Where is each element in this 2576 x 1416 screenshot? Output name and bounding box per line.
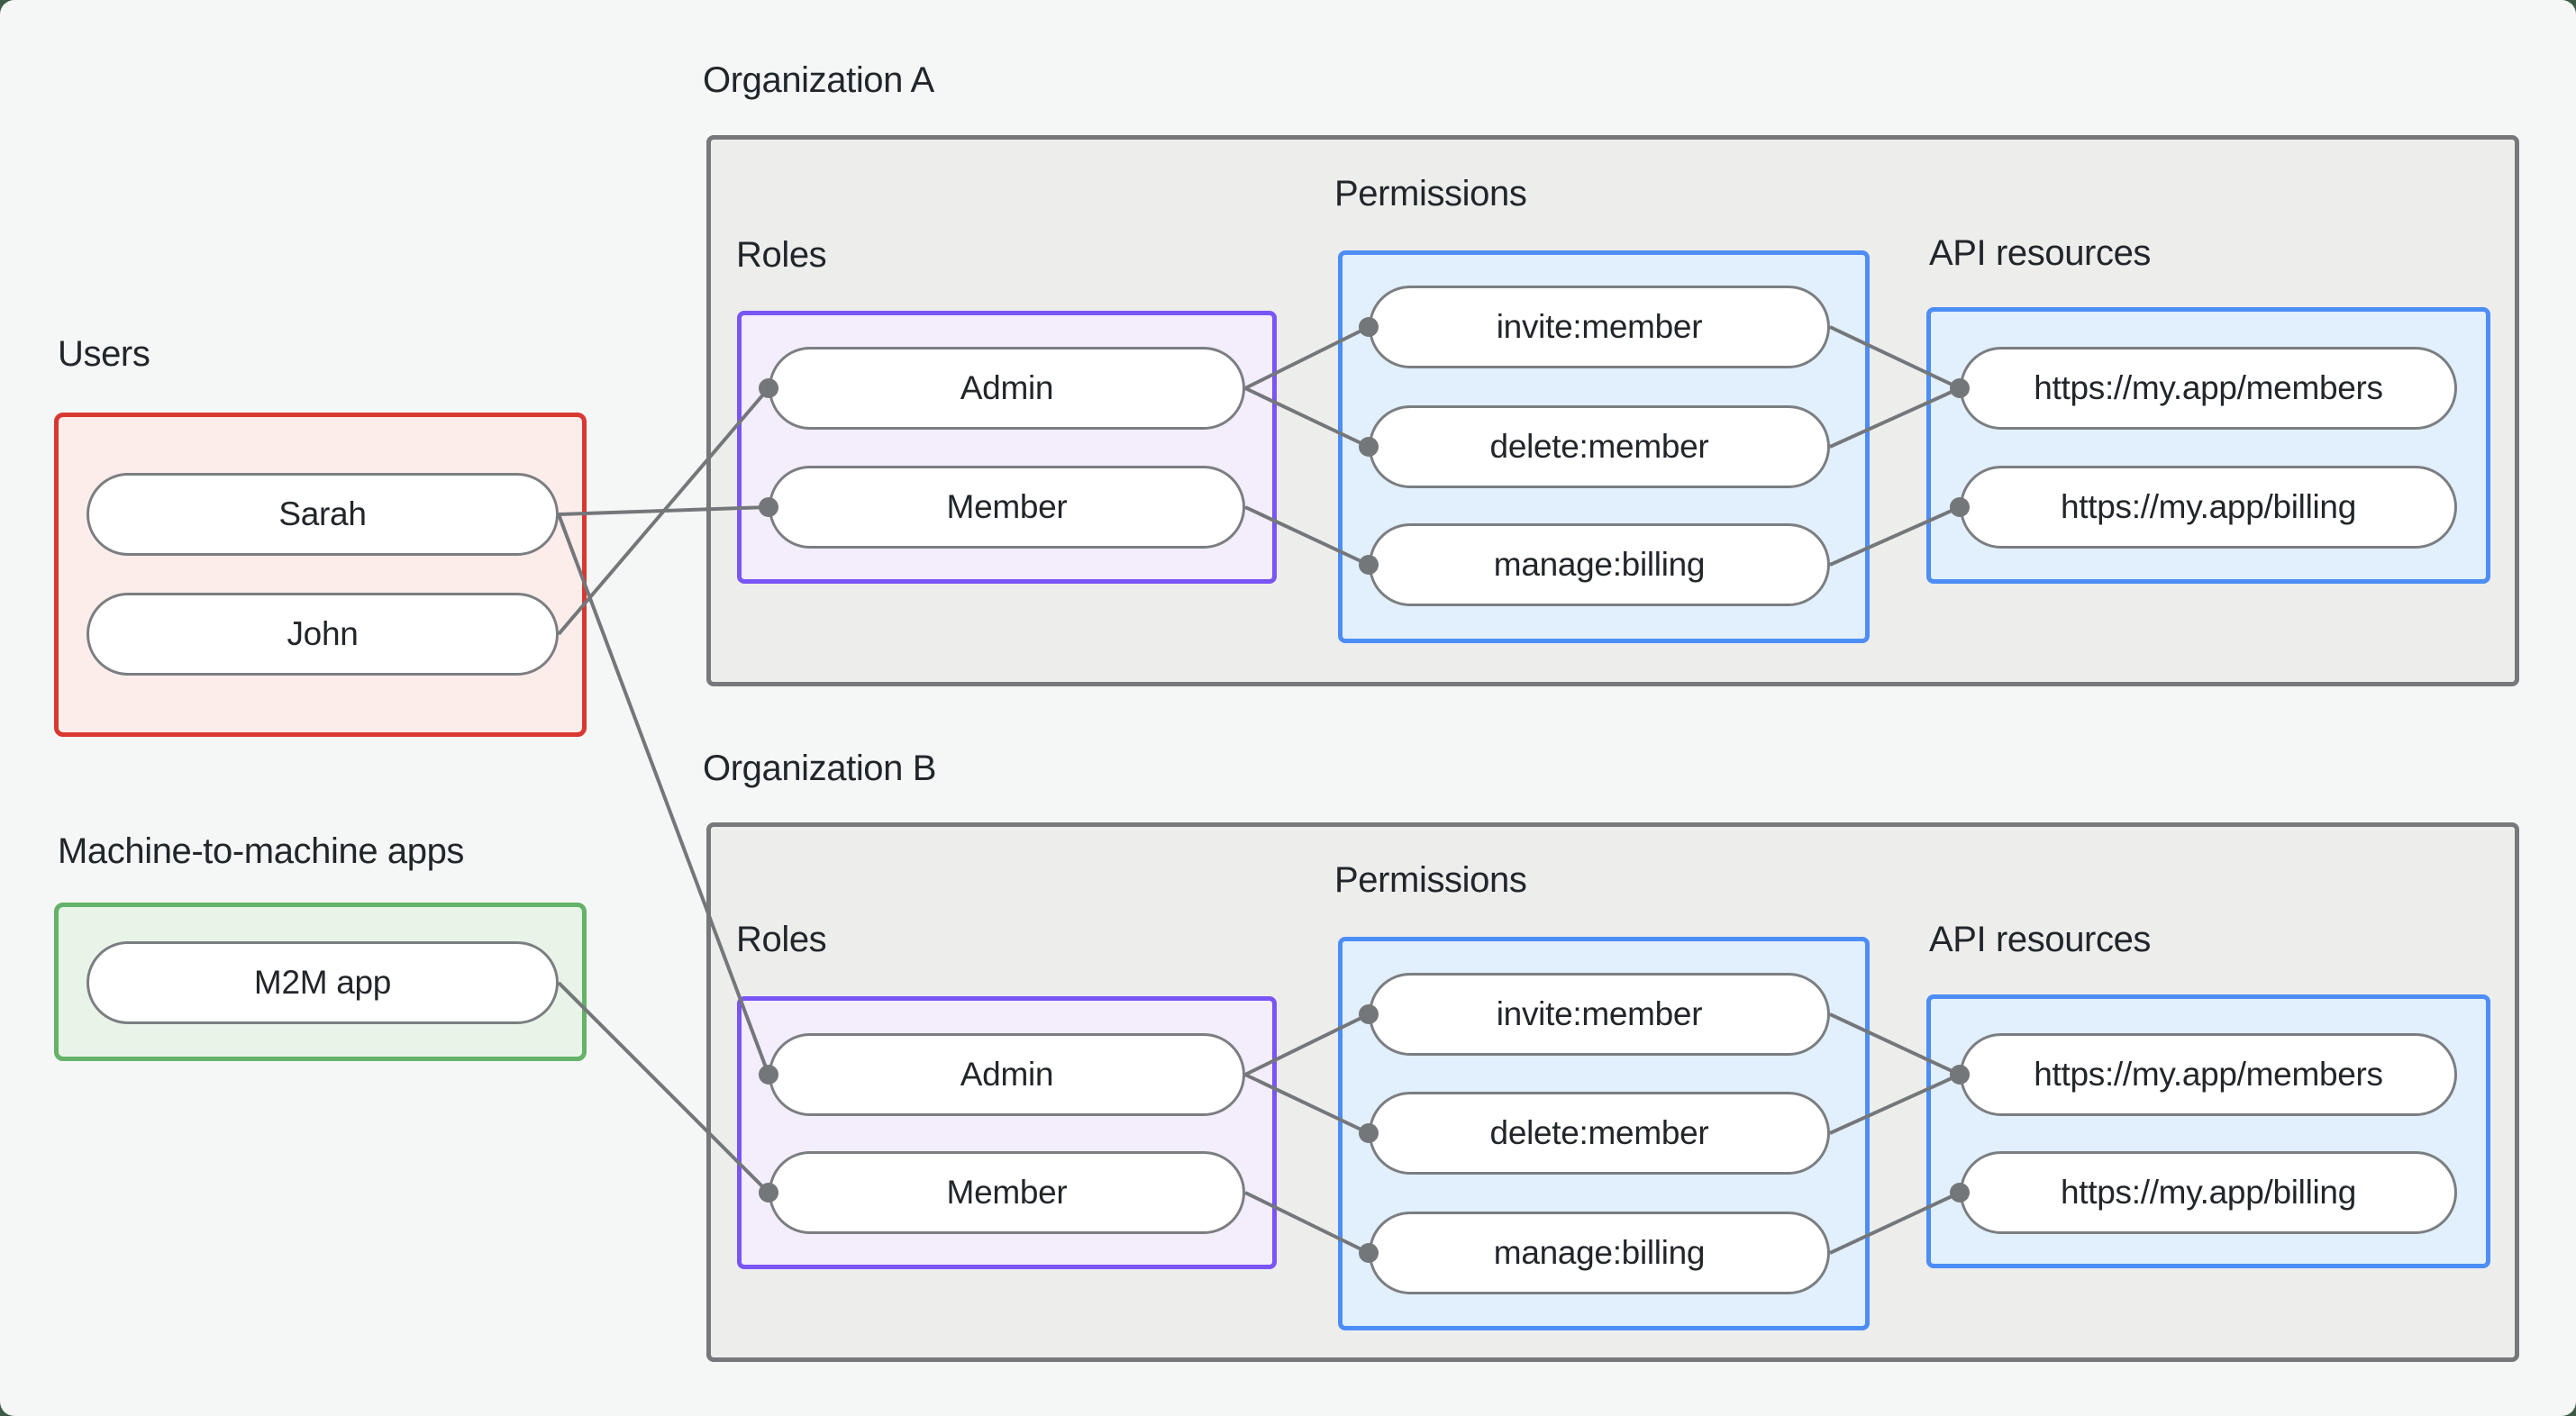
node-user-sarah[interactable]: Sarah xyxy=(86,473,559,556)
org-b-roles-label: Roles xyxy=(736,920,827,959)
org-b-label: Organization B xyxy=(703,749,936,788)
node-org-a-perm-delete[interactable]: delete:member xyxy=(1369,405,1830,488)
node-org-b-role-member[interactable]: Member xyxy=(769,1151,1245,1234)
org-b-api-label: API resources xyxy=(1929,920,2152,959)
node-org-a-perm-billing[interactable]: manage:billing xyxy=(1369,523,1830,606)
node-org-b-perm-invite[interactable]: invite:member xyxy=(1369,973,1830,1056)
node-org-b-api-billing[interactable]: https://my.app/billing xyxy=(1960,1151,2457,1234)
org-a-label: Organization A xyxy=(703,60,934,100)
node-org-b-perm-billing[interactable]: manage:billing xyxy=(1369,1212,1830,1294)
node-org-b-role-admin[interactable]: Admin xyxy=(769,1033,1245,1116)
org-a-roles-label: Roles xyxy=(736,235,827,275)
m2m-group-label: Machine-to-machine apps xyxy=(58,831,465,871)
org-b-permissions-label: Permissions xyxy=(1334,860,1527,900)
node-org-a-role-member[interactable]: Member xyxy=(769,466,1245,549)
org-a-permissions-label: Permissions xyxy=(1334,174,1527,213)
org-a-api-label: API resources xyxy=(1929,233,2152,273)
node-org-a-perm-invite[interactable]: invite:member xyxy=(1369,286,1830,368)
node-org-b-api-members[interactable]: https://my.app/members xyxy=(1960,1033,2457,1116)
node-org-b-perm-delete[interactable]: delete:member xyxy=(1369,1092,1830,1175)
users-box[interactable] xyxy=(54,413,587,737)
node-user-john[interactable]: John xyxy=(86,593,559,676)
node-m2m-app[interactable]: M2M app xyxy=(86,941,559,1024)
users-group-label: Users xyxy=(58,334,150,374)
node-org-a-role-admin[interactable]: Admin xyxy=(769,347,1245,430)
node-org-a-api-members[interactable]: https://my.app/members xyxy=(1960,347,2457,430)
node-org-a-api-billing[interactable]: https://my.app/billing xyxy=(1960,466,2457,549)
